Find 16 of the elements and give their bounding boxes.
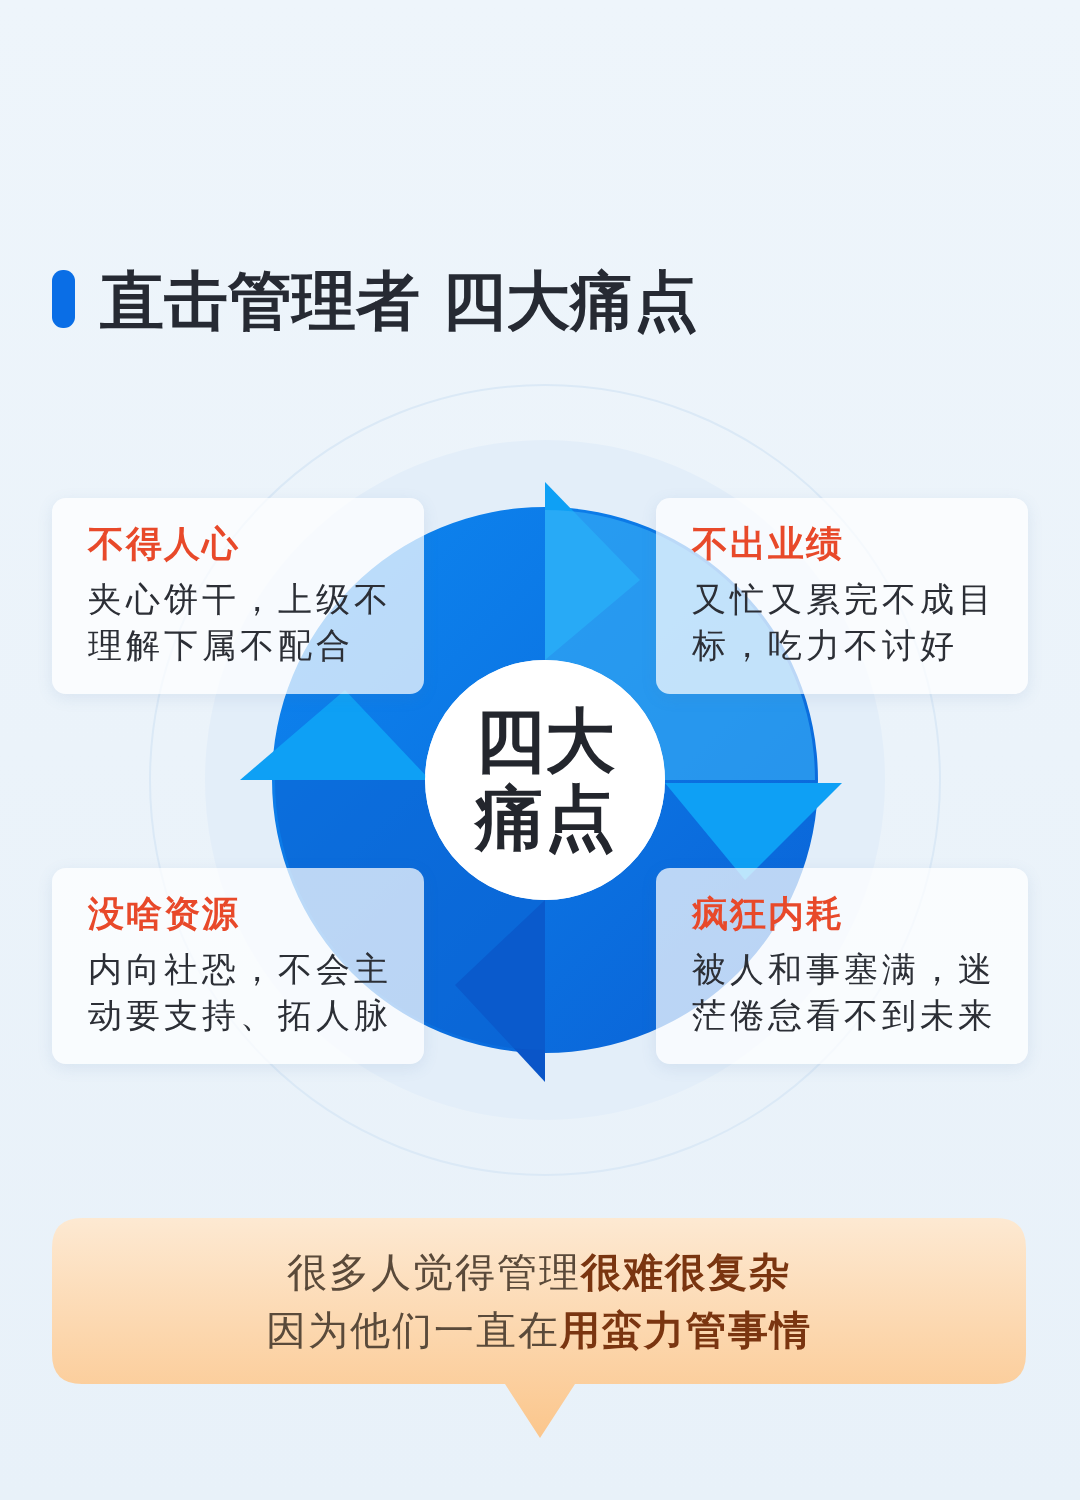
pain-point-card [52, 498, 424, 694]
card-heading: 没啥资源 [88, 892, 241, 936]
bubble-text: 因为他们一直在用蛮力管事情 [266, 1306, 812, 1355]
bubble-text: 很多人觉得管理很难很复杂 [287, 1248, 791, 1297]
card-description: 夹心饼干，上级不理解下属不配合 [88, 578, 393, 667]
pain-point-card [52, 868, 424, 1064]
card-heading: 不出业绩 [692, 522, 845, 566]
card-description: 又忙又累完不成目标，吃力不讨好 [692, 578, 997, 667]
card-heading: 疯狂内耗 [692, 892, 845, 936]
pain-point-card [656, 498, 1028, 694]
pain-point-card [656, 868, 1028, 1064]
card-heading: 不得人心 [88, 522, 241, 566]
title: 直击管理者 四大痛点 [100, 263, 699, 340]
center-label: 四大痛点 [473, 703, 616, 857]
card-description: 被人和事塞满，迷茫倦怠看不到未来 [692, 948, 997, 1037]
card-description: 内向社恐，不会主动要支持、拓人脉 [88, 948, 393, 1037]
